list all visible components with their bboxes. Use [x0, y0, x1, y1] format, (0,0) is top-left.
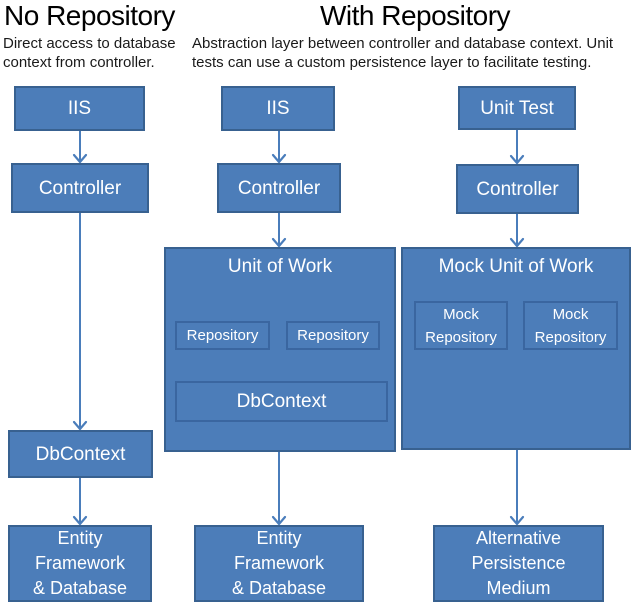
arrow-dbcontext-to-storage-col1	[72, 478, 88, 526]
arrow-controller-to-dbcontext-col1	[72, 213, 88, 431]
entity-framework-database-box-no-repo: Entity Framework & Database	[8, 525, 152, 602]
description-with-repository: Abstraction layer between controller and…	[192, 35, 614, 71]
arrow-iis-to-controller-col1	[72, 131, 88, 164]
iis-box-no-repo: IIS	[14, 86, 145, 131]
repository-box-2: Repository	[286, 321, 380, 350]
unit-of-work-label: Unit of Work	[227, 256, 333, 277]
dbcontext-inner-box: DbContext	[175, 381, 388, 422]
repository-box-1: Repository	[175, 321, 270, 350]
arrow-unit-of-work-to-storage-col2	[271, 452, 287, 526]
arrow-mock-unit-of-work-to-storage-col3	[509, 450, 525, 526]
heading-with-repository: With Repository	[319, 0, 511, 31]
unit-test-box: Unit Test	[458, 86, 576, 130]
alternative-persistence-medium-box: Alternative Persistence Medium	[433, 525, 604, 602]
arrow-controller-to-mock-unit-of-work-col3	[509, 214, 525, 248]
mock-repository-box-1: Mock Repository	[414, 301, 508, 350]
controller-box-with-repo: Controller	[217, 163, 341, 213]
iis-box-with-repo: IIS	[221, 86, 335, 131]
unit-of-work-box: Unit of Work Repository Repository DbCon…	[164, 247, 396, 452]
arrow-controller-to-unit-of-work-col2	[271, 213, 287, 248]
mock-repository-box-2: Mock Repository	[523, 301, 618, 350]
controller-box-no-repo: Controller	[11, 163, 149, 213]
heading-no-repository: No Repository	[4, 0, 175, 31]
arrow-iis-to-controller-col2	[271, 131, 287, 164]
arrow-unit-test-to-controller-col3	[509, 130, 525, 165]
controller-box-unit-test: Controller	[456, 164, 579, 214]
dbcontext-box-no-repo: DbContext	[8, 430, 153, 478]
mock-unit-of-work-box: Mock Unit of Work Mock Repository Mock R…	[401, 247, 631, 450]
description-no-repository: Direct access to database context from c…	[3, 35, 176, 71]
entity-framework-database-box-with-repo: Entity Framework & Database	[194, 525, 364, 602]
mock-unit-of-work-label: Mock Unit of Work	[438, 256, 594, 277]
